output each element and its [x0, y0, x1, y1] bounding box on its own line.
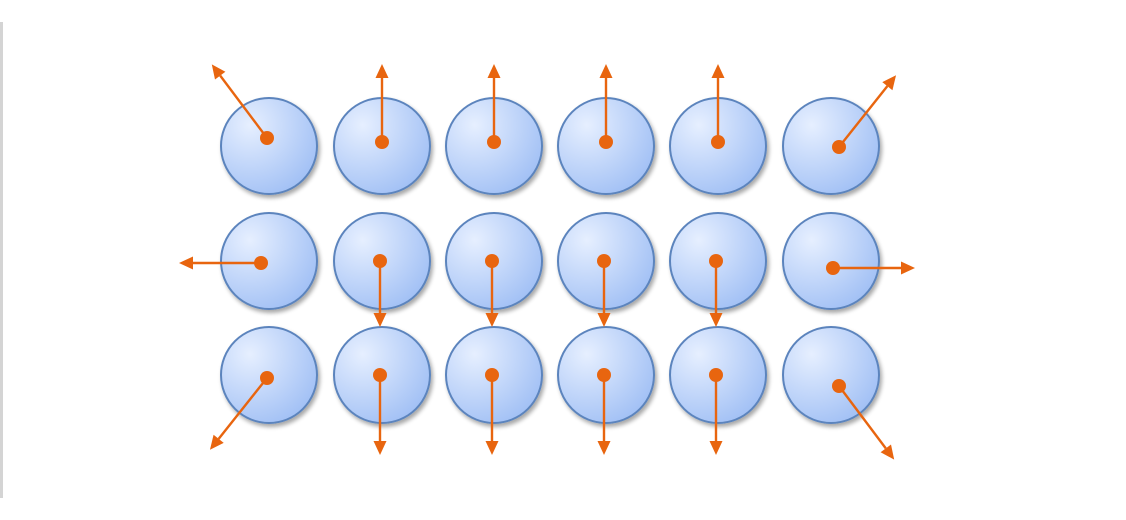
velocity-arrow-down [373, 254, 387, 327]
velocity-arrow-down-left [209, 371, 274, 450]
particle-center-dot [709, 368, 723, 382]
particle-center-dot [711, 135, 725, 149]
particle-center-dot [373, 254, 387, 268]
particle-circle [782, 97, 880, 195]
velocity-arrow-right [826, 261, 915, 275]
velocity-arrow-up-right [832, 75, 897, 154]
arrow-head [901, 261, 915, 275]
particle-center-dot [485, 368, 499, 382]
arrow-head [209, 434, 224, 450]
particle-center-dot [597, 368, 611, 382]
arrow-head [485, 441, 499, 455]
arrow-head [597, 441, 611, 455]
velocity-arrow-down [709, 254, 723, 327]
arrow-head [211, 64, 226, 80]
arrow-head [882, 75, 897, 91]
particle-circle [782, 212, 880, 310]
arrow-shaft [838, 385, 887, 450]
particle-center-dot [485, 254, 499, 268]
arrow-head [709, 441, 723, 455]
left-edge-rule [0, 22, 3, 498]
particle-center-dot [254, 256, 268, 270]
particle-center-dot [260, 131, 274, 145]
particle-center-dot [709, 254, 723, 268]
arrow-head [375, 64, 389, 78]
arrow-shaft [838, 85, 889, 148]
velocity-arrow-down [597, 368, 611, 455]
velocity-arrow-down [373, 368, 387, 455]
arrow-head [597, 313, 611, 327]
particle-center-dot [487, 135, 501, 149]
particle-center-dot [597, 254, 611, 268]
arrow-head [487, 64, 501, 78]
particle-circle [220, 212, 318, 310]
circles-layer [220, 97, 880, 424]
particle-center-dot [375, 135, 389, 149]
velocity-arrow-left [179, 256, 268, 270]
velocity-arrow-up [487, 64, 501, 149]
velocity-arrow-down [597, 254, 611, 327]
particle-circle [220, 97, 318, 195]
velocity-arrow-up-left [211, 64, 274, 145]
arrow-head [599, 64, 613, 78]
velocity-arrow-up [375, 64, 389, 149]
arrow-head [709, 313, 723, 327]
particle-center-dot [832, 140, 846, 154]
arrow-head [179, 256, 193, 270]
arrow-head [373, 313, 387, 327]
arrow-head [711, 64, 725, 78]
velocity-arrow-up [711, 64, 725, 149]
arrow-head [880, 444, 895, 460]
particle-center-dot [260, 371, 274, 385]
velocity-arrow-down [485, 368, 499, 455]
velocity-arrow-up [599, 64, 613, 149]
velocity-arrow-down [709, 368, 723, 455]
particle-center-dot [832, 379, 846, 393]
arrow-head [373, 441, 387, 455]
particle-center-dot [373, 368, 387, 382]
particle-center-dot [826, 261, 840, 275]
arrow-head [485, 313, 499, 327]
velocity-arrow-down-right [832, 379, 895, 460]
particle-center-dot [599, 135, 613, 149]
arrow-shaft [219, 74, 268, 139]
arrows-layer [179, 64, 915, 460]
arrow-shaft [217, 377, 268, 440]
velocity-arrow-down [485, 254, 499, 327]
particle-circle [782, 326, 880, 424]
